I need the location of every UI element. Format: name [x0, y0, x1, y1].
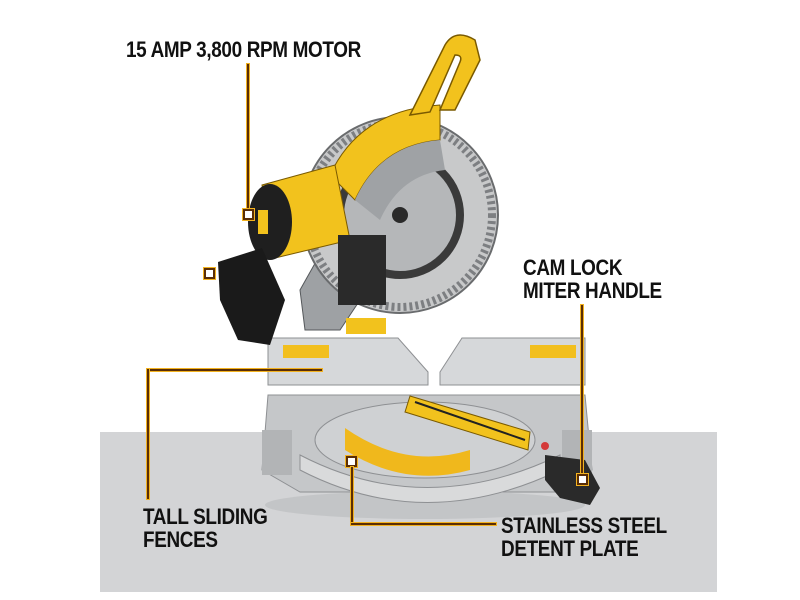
callout-detent-line-2: DETENT PLATE	[501, 536, 639, 561]
callout-fences-line-2: FENCES	[143, 527, 218, 552]
callout-cam-lock-marker	[577, 474, 588, 485]
callout-detent-line-h	[351, 523, 496, 525]
callout-fences-line-1: TALL SLIDING	[143, 504, 268, 529]
callout-detent-label: STAINLESS STEEL DETENT PLATE	[501, 514, 667, 560]
callout-cam-lock-line-1: CAM LOCK	[523, 255, 623, 280]
callout-fences-line-h	[147, 369, 322, 371]
callout-detent-line-v	[351, 467, 353, 524]
callout-motor-marker	[243, 209, 254, 220]
callout-motor-text: 15 AMP 3,800 RPM MOTOR	[126, 37, 361, 62]
callout-motor-line	[247, 64, 249, 209]
callout-detent-line-1: STAINLESS STEEL	[501, 513, 667, 538]
callout-motor-label: 15 AMP 3,800 RPM MOTOR	[126, 38, 361, 61]
callout-cam-lock-line-2: MITER HANDLE	[523, 278, 662, 303]
callout-cam-lock-line	[581, 305, 583, 475]
callout-detent-marker	[346, 456, 357, 467]
callout-cam-lock-label: CAM LOCK MITER HANDLE	[523, 256, 662, 302]
callout-fences-label: TALL SLIDING FENCES	[143, 504, 268, 552]
dust-bag-marker	[204, 268, 215, 279]
callout-fences-line-v	[147, 369, 149, 499]
